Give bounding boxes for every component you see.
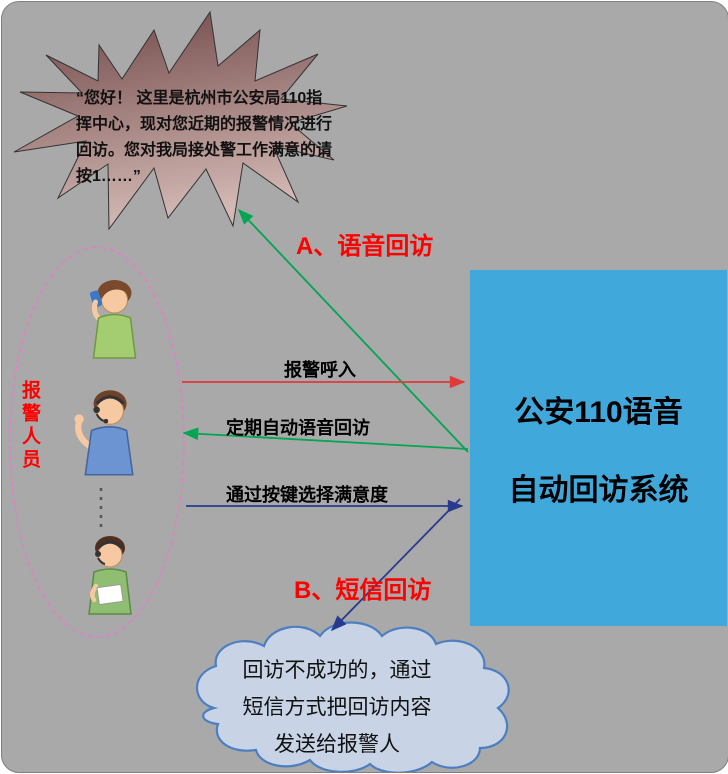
sms-cloud-shape	[196, 621, 510, 772]
callers-group-ellipse	[9, 246, 185, 638]
periodic-voice-label: 定期自动语音回访	[226, 418, 370, 438]
arrow-sms-callback	[330, 498, 461, 632]
caller-with-headset-icon	[54, 384, 162, 482]
keypress-label: 通过按键选择满意度	[226, 485, 388, 505]
system-box-title-line1: 公安110语音	[514, 396, 683, 429]
system-box-title-line2: 自动回访系统	[508, 474, 689, 507]
announcement-starburst-shape	[13, 10, 348, 231]
call-in-label: 报警呼入	[284, 360, 356, 380]
caller-with-phone-icon	[60, 274, 165, 364]
arrow-voice-callback	[237, 208, 469, 453]
announcement-text: “您好！ 这里是杭州市公安局110指挥中心，现对您近期的报警情况进行回访。您对我…	[76, 90, 333, 185]
voice-callback-label: A、语音回访	[296, 233, 434, 260]
caller-with-headset-paper-icon	[60, 530, 160, 624]
system-box: 公安110语音 自动回访系统	[470, 270, 727, 626]
sms-cloud-text: 回访不成功的，通过短信方式把回访内容发送给报警人	[242, 659, 432, 756]
sms-callback-label: B、短信回访	[294, 577, 432, 604]
callers-group-label: 报警人员	[19, 380, 40, 472]
arrow-periodic-voice-callback	[182, 427, 469, 450]
